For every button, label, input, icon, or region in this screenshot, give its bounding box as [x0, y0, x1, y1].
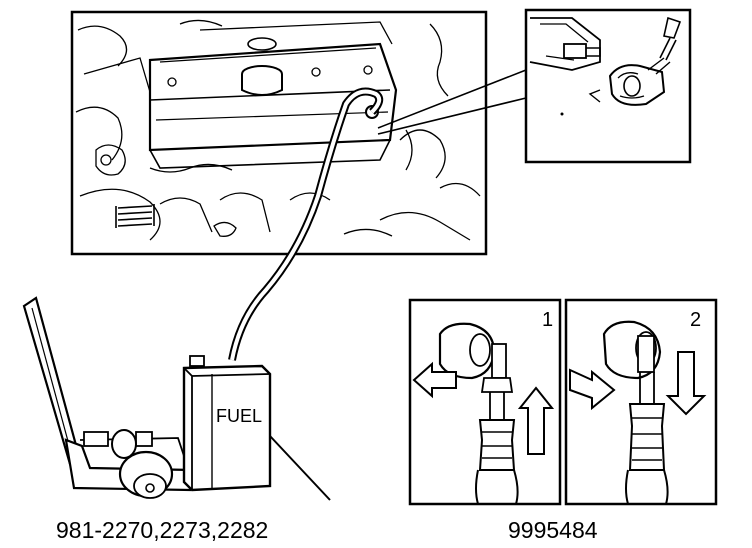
detail-inset	[524, 8, 692, 164]
fuel-tank	[182, 355, 272, 492]
arrow-down-icon	[665, 351, 707, 416]
tank-pointer-line	[269, 435, 331, 501]
coil-hose	[115, 204, 155, 228]
part-number-left: 981-2270,2273,2282	[56, 517, 268, 543]
valve-cover	[148, 21, 398, 169]
step-number-2: 2	[690, 309, 701, 331]
callout-lines	[377, 69, 527, 135]
pressure-tester-cart	[22, 296, 331, 501]
step-panel-2	[564, 298, 718, 506]
step-panel-1	[408, 298, 562, 506]
part-number-right: 9995484	[508, 517, 598, 543]
arrow-right-icon	[569, 368, 616, 411]
engine-bay-panel	[70, 10, 488, 256]
fuel-hose	[228, 87, 384, 361]
arrow-left-icon	[412, 361, 457, 399]
step-number-1: 1	[542, 309, 553, 331]
tank-label: FUEL	[216, 406, 262, 426]
arrow-up-icon	[517, 386, 555, 455]
oil-filler-cap	[241, 37, 283, 96]
